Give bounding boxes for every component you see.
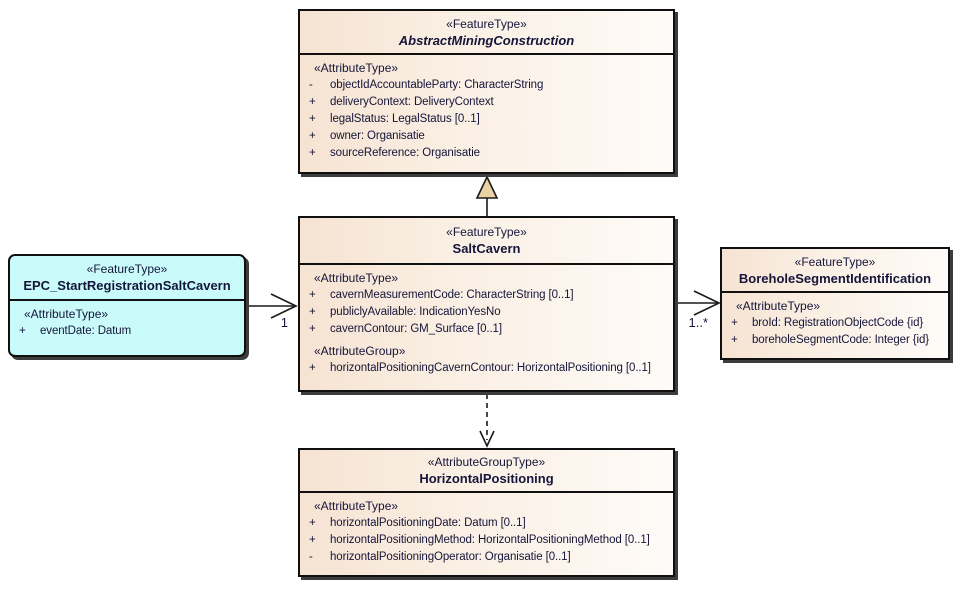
attribute-text: publiclyAvailable: IndicationYesNo [330,306,501,318]
attribute-stereotype: «AttributeType» [736,299,821,313]
association-saltcavern-to-borehole: 1..* [676,290,721,330]
attribute-row: + cavernContour: GM_Surface [0..1] [300,321,673,338]
association-epc-to-saltcavern: 1 [246,293,298,330]
attribute-stereotype: «AttributeType» [314,61,399,75]
generalization-arrow [475,175,499,219]
attribute-text: cavernMeasurementCode: CharacterString [… [330,289,574,301]
class-box-horizontal-positioning[interactable]: «AttributeGroupType» HorizontalPositioni… [298,448,675,577]
attribute-row: + horizontalPositioningDate: Datum [0..1… [300,515,673,532]
class-header: «FeatureType» EPC_StartRegistrationSaltC… [10,256,244,301]
attribute-text: horizontalPositioningMethod: HorizontalP… [330,534,650,546]
class-box-borehole-segment-identification[interactable]: «FeatureType» BoreholeSegmentIdentificat… [720,247,950,360]
class-header: «FeatureType» AbstractMiningConstruction [300,11,673,55]
visibility-marker: + [19,325,26,337]
visibility-marker: - [309,551,313,563]
attribute-stereotype: «AttributeType» [24,307,109,321]
attribute-text: horizontalPositioningDate: Datum [0..1] [330,517,526,529]
attribute-text: eventDate: Datum [40,325,132,337]
visibility-marker: + [731,334,738,346]
attribute-row: + deliveryContext: DeliveryContext [300,94,673,111]
class-name: HorizontalPositioning [419,471,554,486]
class-header: «FeatureType» BoreholeSegmentIdentificat… [722,249,948,293]
attribute-group-stereotype: «AttributeGroup» [314,344,406,358]
attribute-text: cavernContour: GM_Surface [0..1] [330,323,502,335]
class-header: «FeatureType» SaltCavern [300,218,673,265]
attribute-text: legalStatus: LegalStatus [0..1] [330,113,480,125]
attribute-text: horizontalPositioningCavernContour: Hori… [330,362,651,374]
attribute-text: broId: RegistrationObjectCode {id} [752,317,924,329]
visibility-marker: + [309,323,316,335]
class-box-abstract-mining-construction[interactable]: «FeatureType» AbstractMiningConstruction… [298,9,675,174]
class-box-salt-cavern[interactable]: «FeatureType» SaltCavern «AttributeType»… [298,216,675,392]
class-stereotype: «FeatureType» [86,262,168,276]
attribute-compartment: «AttributeType» + horizontalPositioningD… [300,493,673,566]
class-name: EPC_StartRegistrationSaltCavern [23,278,231,293]
attribute-row: + broId: RegistrationObjectCode {id} [722,315,948,332]
class-name: SaltCavern [452,241,521,256]
class-stereotype: «AttributeGroupType» [427,455,546,469]
attribute-row: + publiclyAvailable: IndicationYesNo [300,304,673,321]
attribute-row: + sourceReference: Organisatie [300,145,673,162]
dependency-arrow [479,394,495,448]
attribute-stereotype: «AttributeType» [314,499,399,513]
attribute-text: sourceReference: Organisatie [330,147,480,159]
multiplicity-label: 1..* [688,315,708,330]
attribute-compartment: «AttributeType» + eventDate: Datum [10,301,244,340]
visibility-marker: + [309,362,316,374]
visibility-marker: + [309,147,316,159]
attribute-row: + boreholeSegmentCode: Integer {id} [722,332,948,349]
attribute-compartment: «AttributeType» + cavernMeasurementCode:… [300,265,673,377]
attribute-text: boreholeSegmentCode: Integer {id} [752,334,929,346]
visibility-marker: + [309,534,316,546]
attribute-row: + horizontalPositioningMethod: Horizonta… [300,532,673,549]
attribute-compartment: «AttributeType» + broId: RegistrationObj… [722,293,948,349]
attribute-text: deliveryContext: DeliveryContext [330,96,494,108]
visibility-marker: - [309,79,313,91]
attribute-row: + owner: Organisatie [300,128,673,145]
attribute-stereotype: «AttributeType» [314,271,399,285]
visibility-marker: + [731,317,738,329]
class-header: «AttributeGroupType» HorizontalPositioni… [300,450,673,493]
visibility-marker: + [309,289,316,301]
class-name: AbstractMiningConstruction [398,32,575,48]
attribute-row: + eventDate: Datum [10,323,244,340]
class-stereotype: «FeatureType» [794,254,876,269]
attribute-row: + legalStatus: LegalStatus [0..1] [300,111,673,128]
attribute-compartment: «AttributeType» - objectIdAccountablePar… [300,55,673,162]
class-name: BoreholeSegmentIdentification [738,270,932,286]
visibility-marker: + [309,113,316,125]
attribute-text: horizontalPositioningOperator: Organisat… [330,551,571,563]
visibility-marker: + [309,96,316,108]
attribute-row: + horizontalPositioningCavernContour: Ho… [300,360,673,377]
visibility-marker: + [309,130,316,142]
visibility-marker: + [309,517,316,529]
attribute-text: owner: Organisatie [330,130,425,142]
multiplicity-label: 1 [281,315,288,330]
attribute-row: - horizontalPositioningOperator: Organis… [300,549,673,566]
class-stereotype: «FeatureType» [446,225,527,239]
attribute-row: - objectIdAccountableParty: CharacterStr… [300,77,673,94]
class-stereotype: «FeatureType» [446,16,527,31]
class-box-epc-start-registration-salt-cavern[interactable]: «FeatureType» EPC_StartRegistrationSaltC… [8,254,246,357]
attribute-row: + cavernMeasurementCode: CharacterString… [300,287,673,304]
visibility-marker: + [309,306,316,318]
attribute-text: objectIdAccountableParty: CharacterStrin… [330,79,544,91]
